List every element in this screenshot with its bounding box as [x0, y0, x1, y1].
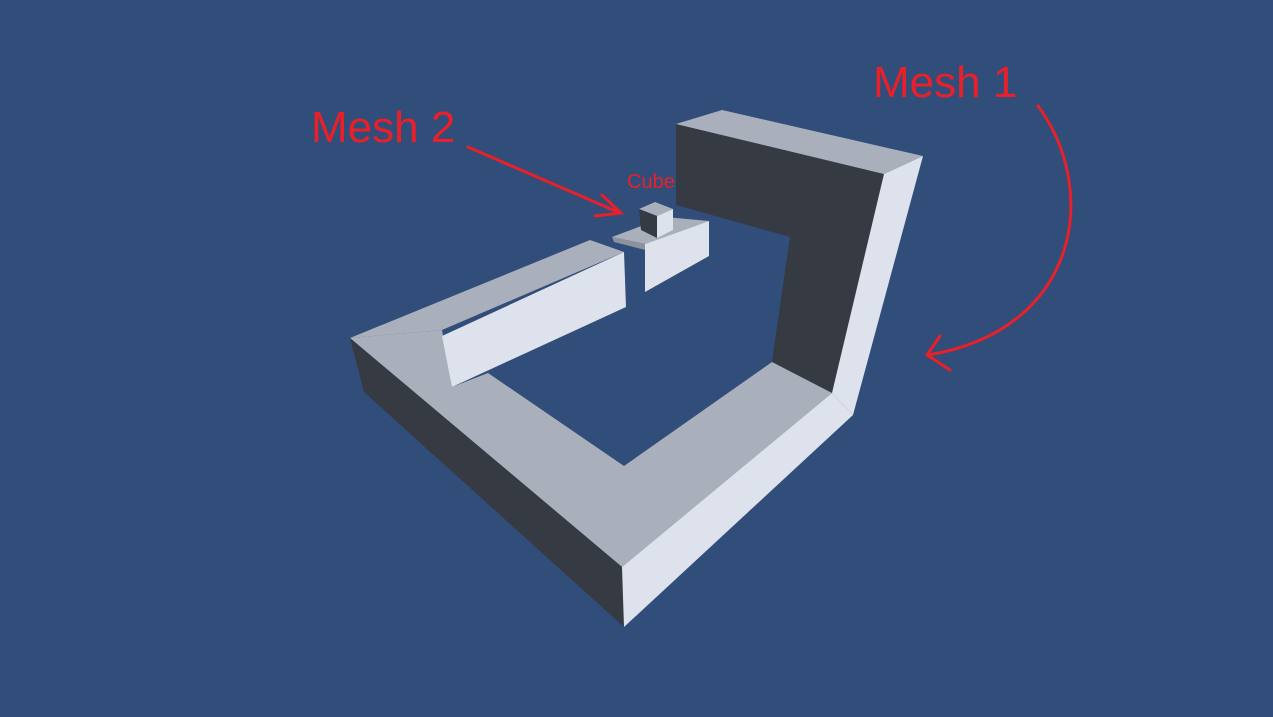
mesh1-back-wall-face	[676, 124, 884, 393]
annotations	[466, 104, 1073, 372]
cube-right-face	[657, 209, 673, 238]
mesh-1	[350, 110, 923, 627]
cube-top	[639, 202, 673, 216]
mesh1-floor-front-light	[622, 393, 853, 627]
mesh1-back-wall-side	[832, 156, 923, 415]
mesh2-arrow-head	[593, 193, 625, 218]
mesh2-arrow-line	[466, 145, 622, 215]
cube-label: Cube	[627, 171, 675, 193]
mesh2-label: Mesh 2	[311, 103, 455, 152]
cube-left-face	[639, 209, 657, 238]
mesh2-block-left	[612, 237, 645, 250]
mesh1-back-wall-top	[676, 110, 923, 174]
mesh1-arrow-head	[924, 334, 952, 372]
mesh1-left-arm-inner	[442, 252, 626, 387]
mesh2-block-front	[645, 221, 709, 292]
mesh1-arrow-curve	[926, 104, 1073, 357]
mesh1-floor-top	[350, 330, 832, 567]
mesh1-left-arm-top	[350, 240, 624, 338]
cube	[639, 202, 673, 238]
mesh1-floor-front-dark	[350, 338, 624, 627]
mesh1-label: Mesh 1	[873, 58, 1017, 107]
